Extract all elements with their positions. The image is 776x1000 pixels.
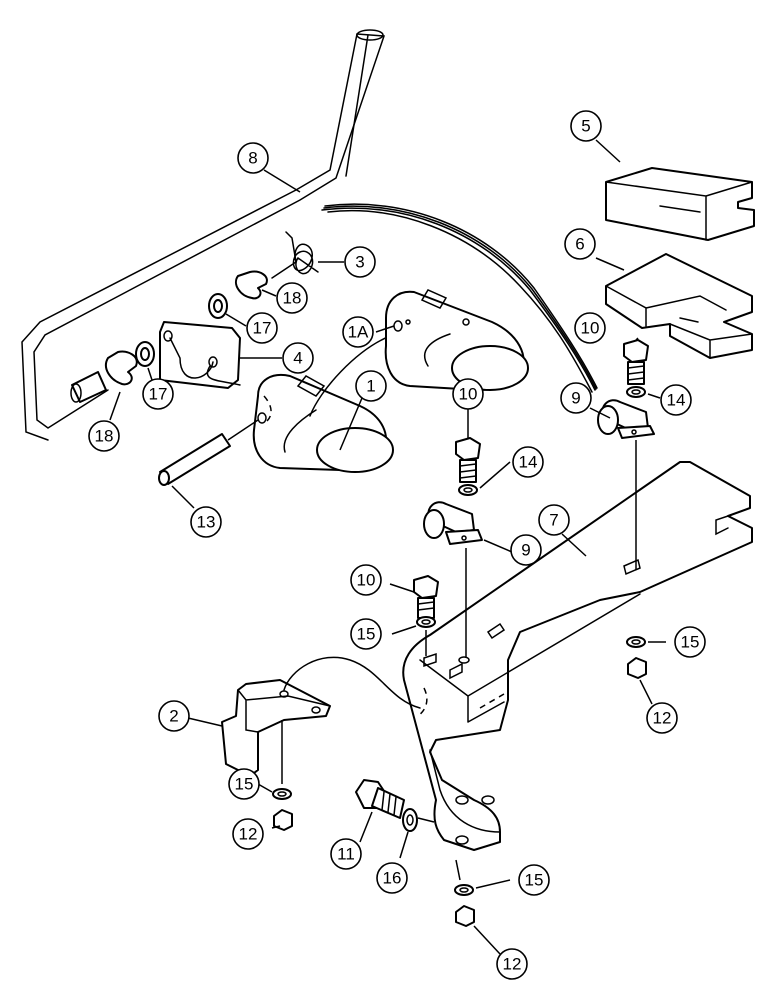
svg-text:18: 18 [95, 427, 114, 446]
pad-part-6 [605, 253, 753, 359]
motion-arc [321, 203, 598, 393]
callout-18-lower: 18 [88, 420, 120, 452]
svg-text:9: 9 [571, 389, 580, 408]
callout-14-middle: 14 [512, 446, 544, 478]
svg-text:17: 17 [149, 385, 168, 404]
callout-5: 5 [570, 110, 602, 142]
callout-12-left: 12 [232, 818, 264, 850]
svg-text:15: 15 [525, 871, 544, 890]
callout-10-upper-right: 10 [574, 312, 606, 344]
lever-rod-part-8 [21, 29, 386, 441]
torsion-spring-part-3 [271, 231, 319, 279]
svg-text:15: 15 [235, 775, 254, 794]
svg-text:15: 15 [357, 625, 376, 644]
svg-text:14: 14 [519, 453, 538, 472]
pin-part-13 [158, 419, 259, 486]
nut-part-12-left [273, 809, 293, 831]
callout-14-right: 14 [660, 384, 692, 416]
alignment-lines [425, 440, 637, 881]
e-clip-part-18-upper [234, 270, 268, 300]
svg-text:10: 10 [459, 385, 478, 404]
svg-text:8: 8 [248, 149, 257, 168]
bolt-part-11 [355, 779, 405, 819]
svg-text:12: 12 [239, 825, 258, 844]
callout-13: 13 [190, 506, 222, 538]
callout-12-right: 12 [646, 702, 678, 734]
clamp-part-9-right [597, 399, 655, 439]
callout-1A: 1A [342, 316, 374, 348]
washer-part-15-lower-left [272, 788, 292, 800]
washer-part-17-lower [135, 341, 155, 367]
callout-8: 8 [237, 142, 269, 174]
bolt-part-10-lower [413, 575, 439, 619]
washer-part-14-right [626, 386, 646, 398]
washer-part-17-upper [208, 293, 228, 319]
bolt-part-10-upper-right [623, 339, 649, 385]
svg-text:12: 12 [653, 709, 672, 728]
bolt-part-10-middle [455, 437, 481, 483]
callout-2: 2 [158, 700, 190, 732]
washer-part-16 [402, 808, 435, 832]
nut-part-12-bottom [455, 905, 475, 927]
callout-15-upper-left: 15 [350, 618, 382, 650]
callout-17-upper: 17 [246, 312, 278, 344]
leader-lines [109, 139, 666, 955]
pad-part-5 [605, 167, 755, 241]
callout-9-right: 9 [560, 382, 592, 414]
callout-6: 6 [564, 228, 596, 260]
washer-part-15-right [626, 636, 646, 648]
callout-10-lower: 10 [350, 564, 382, 596]
callout-3: 3 [344, 246, 376, 278]
callout-10-middle: 10 [452, 378, 484, 410]
callout-1: 1 [355, 370, 387, 402]
callout-15-bottom: 15 [518, 864, 550, 896]
washer-part-15-bottom [454, 884, 474, 896]
svg-text:6: 6 [575, 235, 584, 254]
svg-text:5: 5 [581, 117, 590, 136]
washer-part-15-upper-left [416, 616, 436, 628]
callout-7: 7 [538, 504, 570, 536]
callout-12-bottom: 12 [496, 948, 528, 980]
svg-text:2: 2 [169, 707, 178, 726]
svg-text:12: 12 [503, 955, 522, 974]
housing-part-1 [206, 335, 394, 473]
callout-9-middle: 9 [510, 534, 542, 566]
svg-text:17: 17 [253, 319, 272, 338]
callout-15-lower-left: 15 [228, 768, 260, 800]
callout-18-upper: 18 [276, 282, 308, 314]
callout-17-lower: 17 [142, 378, 174, 410]
svg-text:9: 9 [521, 541, 530, 560]
svg-text:1: 1 [366, 377, 375, 396]
bracket-part-2 [221, 656, 428, 784]
callout-11: 11 [330, 838, 362, 870]
e-clip-part-18-lower [104, 350, 138, 386]
svg-text:11: 11 [337, 845, 355, 864]
svg-text:10: 10 [581, 319, 600, 338]
svg-text:13: 13 [197, 513, 216, 532]
svg-text:14: 14 [667, 391, 686, 410]
callout-4: 4 [282, 342, 314, 374]
svg-text:18: 18 [283, 289, 302, 308]
callout-16: 16 [376, 862, 408, 894]
svg-text:7: 7 [549, 511, 558, 530]
svg-text:4: 4 [293, 349, 302, 368]
plate-part-4 [159, 321, 241, 389]
svg-text:15: 15 [681, 633, 700, 652]
nut-part-12-right [627, 657, 647, 679]
housing-part-1A [384, 289, 529, 391]
svg-text:16: 16 [383, 869, 402, 888]
washer-part-14-middle [458, 484, 478, 496]
svg-text:1A: 1A [348, 323, 369, 342]
clamp-part-9-middle [423, 501, 483, 545]
callout-15-right: 15 [674, 626, 706, 658]
svg-text:3: 3 [355, 253, 364, 272]
svg-text:10: 10 [357, 571, 376, 590]
